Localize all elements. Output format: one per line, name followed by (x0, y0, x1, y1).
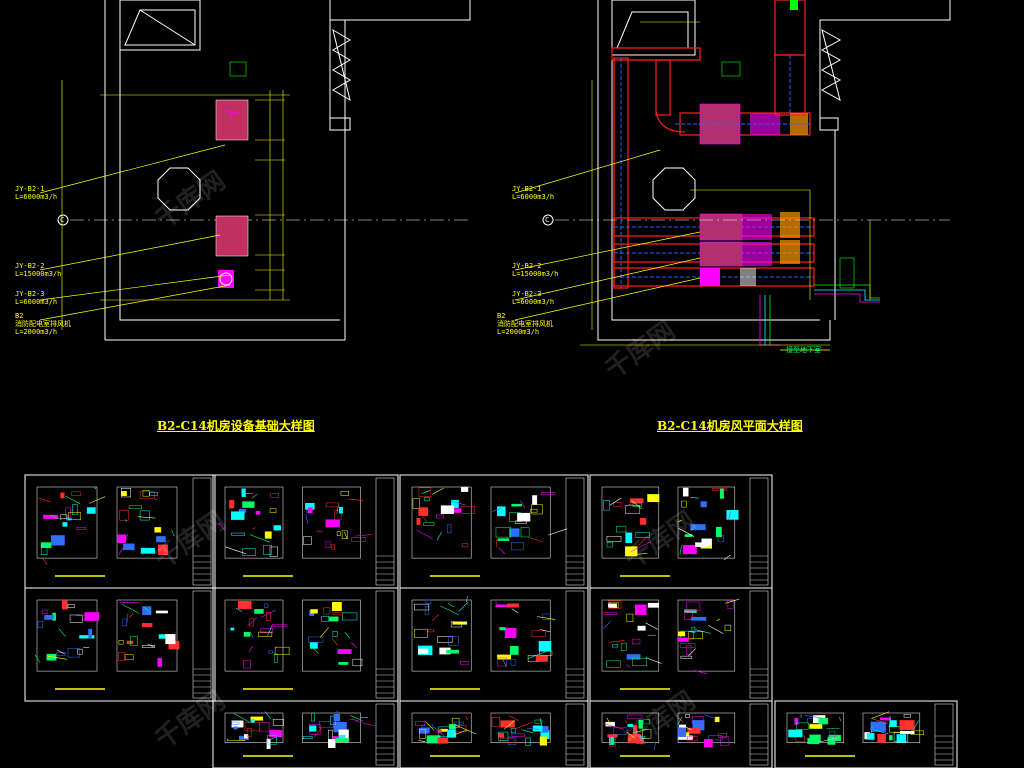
left-green-label-box (229, 61, 247, 77)
right-tag-1: JY-B2-1 L=6000m3/h (512, 185, 554, 201)
left-tag-2: JY-B2-2 L=15000m3/h (15, 262, 61, 278)
right-tag-4: B2 消防配电室排风机 L=2000m3/h (497, 312, 553, 336)
right-tag-2-code: JY-B2-2 (512, 262, 542, 270)
thumbnail-sheet (399, 474, 589, 589)
thumbnail-sheet (212, 587, 399, 702)
left-tag-1-sub: L=6000m3/h (15, 193, 58, 201)
right-room-walls (597, 0, 951, 341)
right-leader-lines (514, 149, 830, 351)
thumbnail-sheet (24, 587, 216, 702)
thumbnail-sheet (589, 474, 773, 589)
left-tag-4-code: B2 (15, 312, 24, 320)
left-tag-5-sub: L=2000m3/h (15, 328, 58, 336)
right-tag-3-sub: L=6000m3/h (512, 298, 555, 306)
left-tag-4: B2 消防配电室排风机 L=2000m3/h (15, 312, 71, 336)
left-tag-2-sub: L=15000m3/h (15, 270, 62, 278)
thumbnail-sheet (589, 700, 773, 768)
right-note: 接至地下室 (786, 346, 821, 354)
left-axis-label: C (60, 216, 65, 224)
thumbnail-sheet (212, 474, 399, 589)
left-tag-3-code: JY-B2-3 (15, 290, 45, 298)
right-tag-2: JY-B2-2 L=15000m3/h (512, 262, 558, 278)
left-dimension-lines (61, 80, 290, 330)
right-tag-4-code: B2 (497, 312, 506, 320)
left-drawing-title: B2-C14机房设备基础大样图 (157, 419, 315, 433)
left-axis-bubble (57, 214, 69, 226)
thumbnail-sheet (774, 700, 958, 768)
left-tag-1-code: JY-B2-1 (15, 185, 45, 193)
right-axis-label: C (545, 216, 550, 224)
right-drawing-title: B2-C14机房风平面大样图 (657, 419, 803, 433)
right-dimension-lines (580, 21, 871, 346)
left-tag-4-sub: 消防配电室排风机 (15, 320, 71, 328)
left-equipment-pads (215, 99, 249, 288)
left-tag-2-code: JY-B2-2 (15, 262, 45, 270)
right-tag-1-sub: L=6000m3/h (512, 193, 555, 201)
thumbnail-sheet (212, 700, 399, 768)
left-tag-3-sub: L=6000m3/h (15, 298, 58, 306)
right-tag-4-sub: 消防配电室排风机 (497, 320, 553, 328)
right-tag-3-code: JY-B2-3 (512, 290, 542, 298)
left-tag-1: JY-B2-1 L=6000m3/h (15, 185, 57, 201)
left-leader-lines (39, 144, 231, 321)
right-tag-3: JY-B2-3 L=6000m3/h (512, 290, 554, 306)
right-ductwork (611, 0, 880, 346)
thumbnail-sheet (24, 474, 216, 589)
thumbnail-sheet (399, 700, 589, 768)
right-tag-5-sub: L=2000m3/h (497, 328, 540, 336)
left-tag-3: JY-B2-3 L=6000m3/h (15, 290, 57, 306)
left-detail-drawing (39, 0, 471, 341)
left-room-walls (104, 0, 471, 341)
thumbnail-sheet-grid (24, 474, 958, 768)
thumbnail-sheet (399, 587, 589, 702)
right-tag-2-sub: L=15000m3/h (512, 270, 559, 278)
right-tag-1-code: JY-B2-1 (512, 185, 542, 193)
right-detail-drawing (514, 0, 951, 351)
right-axis-bubble (542, 214, 554, 226)
